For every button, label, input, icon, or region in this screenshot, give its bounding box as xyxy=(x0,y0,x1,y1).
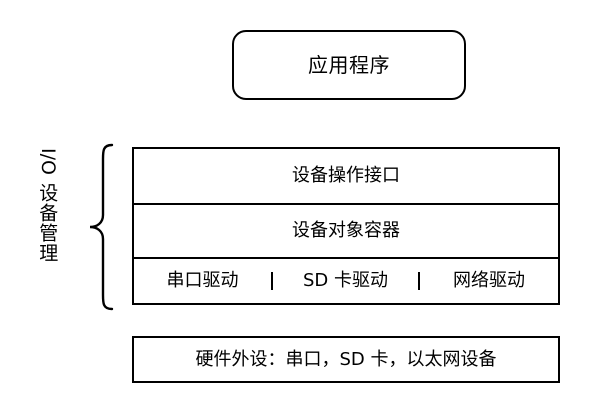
device-object-container-label: 设备对象容器 xyxy=(292,220,400,241)
network-driver-label: 网络驱动 xyxy=(453,270,525,291)
table-row-drivers: 串口驱动 SD 卡驱动 网络驱动 xyxy=(134,259,558,303)
io-text: I/O xyxy=(36,148,59,175)
curly-brace-icon xyxy=(88,143,114,311)
device-management-text: 设备管理 xyxy=(36,183,59,263)
io-device-management-label: I/O 设备管理 xyxy=(30,140,64,305)
driver-cell-network[interactable]: 网络驱动 xyxy=(420,272,558,290)
table-row-device-operation-interface[interactable]: 设备操作接口 xyxy=(134,149,558,205)
table-row-device-object-container[interactable]: 设备对象容器 xyxy=(134,205,558,259)
hardware-peripherals-label: 硬件外设：串口，SD 卡，以太网设备 xyxy=(195,348,497,370)
io-stack-table: 设备操作接口 设备对象容器 串口驱动 SD 卡驱动 网络驱动 xyxy=(132,147,560,305)
application-program-box[interactable]: 应用程序 xyxy=(232,30,466,100)
driver-cell-sd-card[interactable]: SD 卡驱动 xyxy=(273,272,420,290)
sd-card-driver-label: SD 卡驱动 xyxy=(302,270,388,291)
serial-driver-label: 串口驱动 xyxy=(166,270,239,291)
application-program-label: 应用程序 xyxy=(308,53,390,77)
hardware-peripherals-box[interactable]: 硬件外设：串口，SD 卡，以太网设备 xyxy=(132,336,560,383)
device-operation-interface-label: 设备操作接口 xyxy=(292,165,400,186)
driver-cell-serial[interactable]: 串口驱动 xyxy=(134,272,273,290)
